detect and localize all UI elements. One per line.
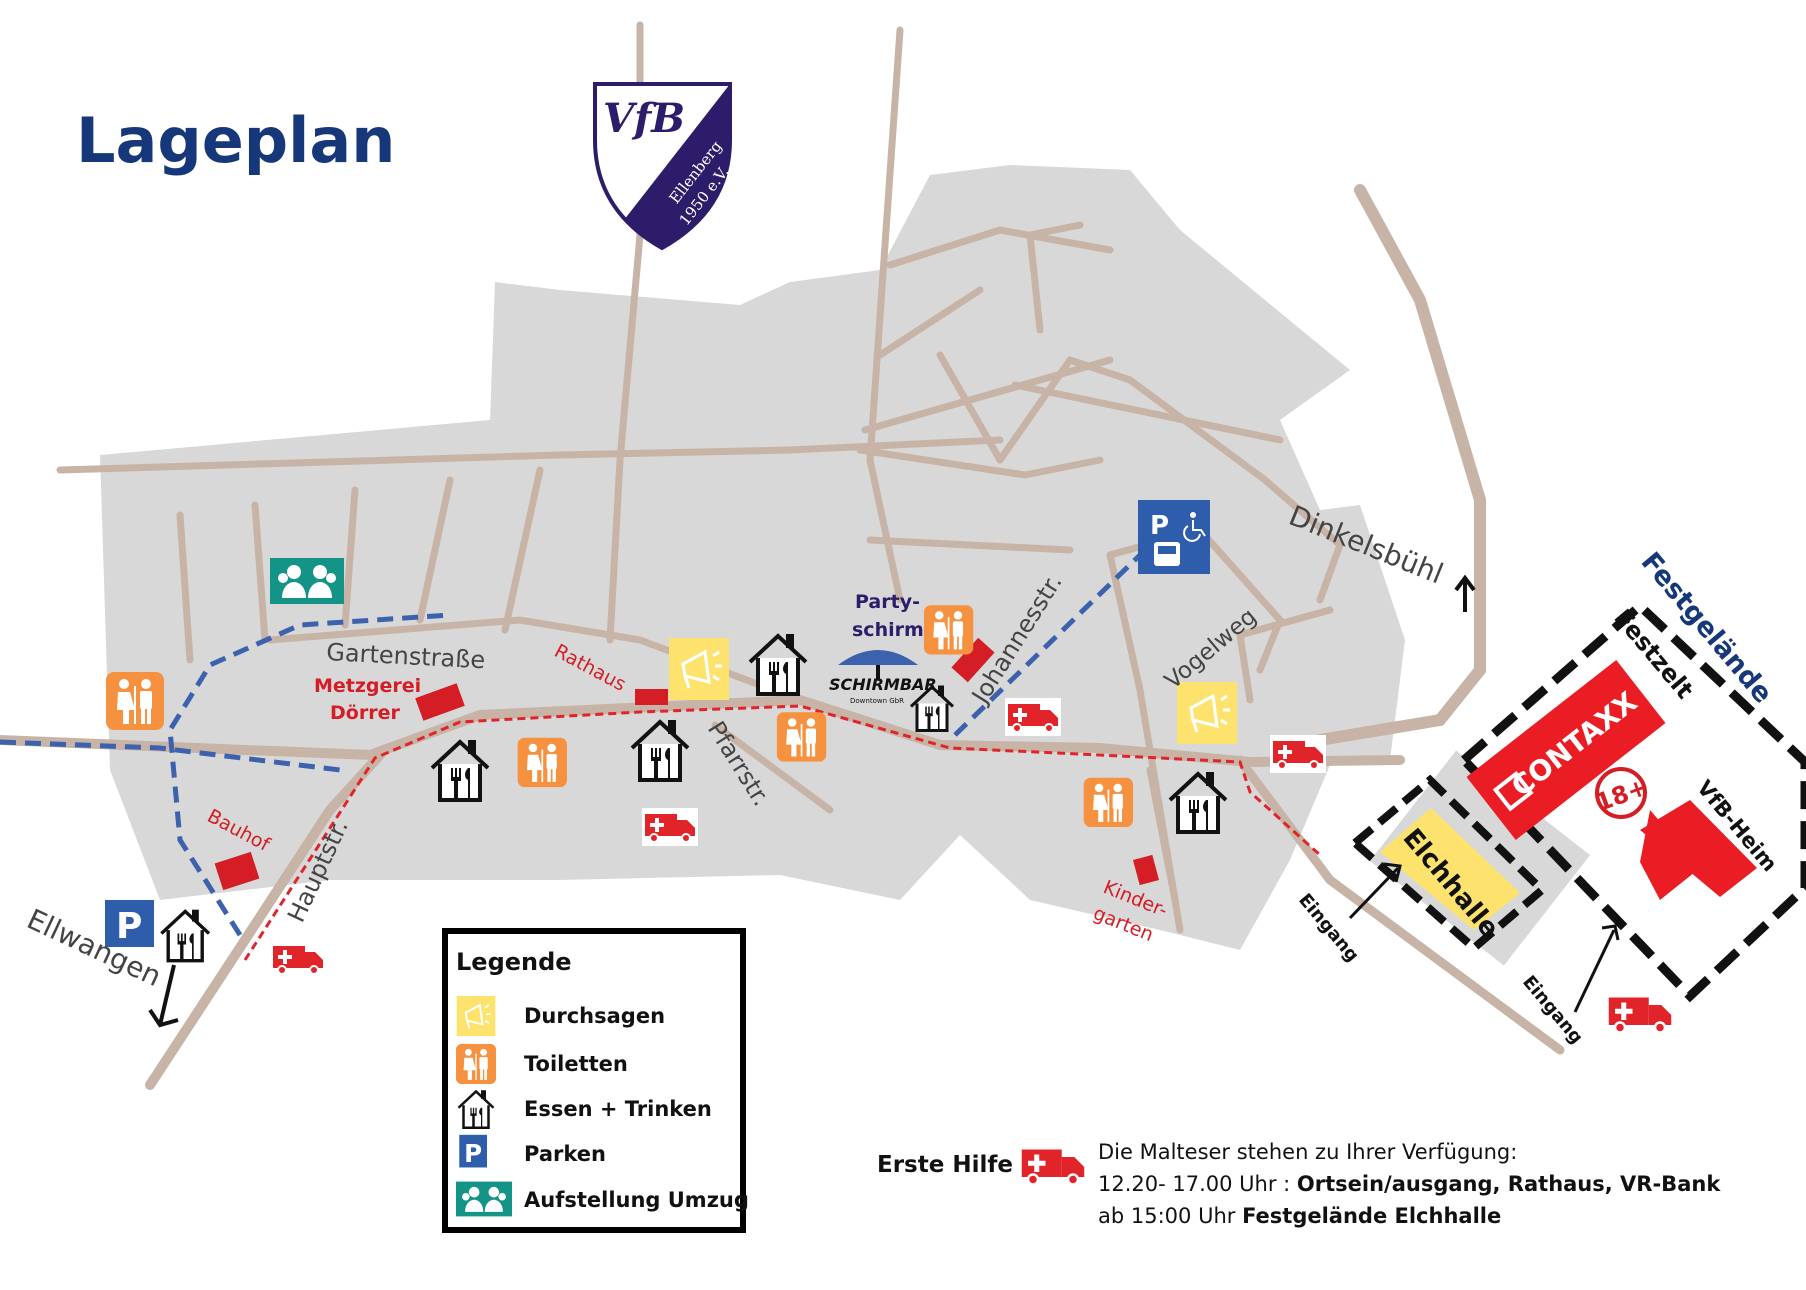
ambulance-icon [268, 938, 328, 980]
label-partyschirm-2: schirm [852, 619, 924, 641]
megaphone-icon [456, 996, 496, 1036]
vfb-heim-building [1640, 800, 1757, 900]
building-johannesstr [951, 637, 995, 683]
entrance-arrow-festzelt [1573, 929, 1616, 1013]
label-partyschirm-1: Party- [855, 591, 920, 613]
first-aid-label: Erste Hilfe [877, 1152, 1013, 1178]
page-title: Lageplan [76, 104, 396, 177]
schirmbar-umbrella-icon [838, 650, 918, 679]
legend-title: Legende [456, 948, 572, 976]
age-badge [1595, 767, 1647, 819]
toilet-icon [106, 672, 164, 730]
parking-icon: P [459, 1134, 488, 1168]
toilet-icon [923, 605, 974, 655]
megaphone-icon [667, 636, 731, 702]
legend-item: Toiletten [456, 1044, 746, 1084]
ambulance-icon [1605, 990, 1675, 1038]
food-house-icon [457, 1089, 495, 1129]
metzgerei-building [415, 683, 465, 721]
group-icon [270, 558, 344, 604]
entrance-arrow-elchhalle [1348, 866, 1400, 920]
parking-bus-disabled-sign: P [1138, 500, 1210, 574]
kindergarten-building [1132, 854, 1160, 886]
vfb-logo: VfB Ellenberg 1950 e.V. [593, 82, 733, 251]
bauhof-building [214, 851, 260, 891]
ambulance-icon [1268, 733, 1328, 775]
legend-item: Aufstellung Umzug [456, 1180, 749, 1220]
elchhalle-building [1348, 774, 1548, 954]
svg-text:Downtown GbR: Downtown GbR [850, 697, 904, 705]
ambulance-icon [640, 806, 700, 848]
first-aid-line3: ab 15:00 Uhr Festgelände Elchhalle [1098, 1204, 1502, 1228]
label-festgelaende: Festgelände [1635, 547, 1779, 710]
group-icon [456, 1181, 512, 1217]
blue-routes [0, 553, 1142, 937]
toilet-icon [1083, 777, 1134, 828]
parking-sign-ellwangen: P [105, 900, 154, 947]
legend-item: Durchsagen [456, 996, 746, 1036]
ambulance-icon [1003, 696, 1063, 738]
toilet-icon [456, 1044, 496, 1084]
label-metzgerei-1: Metzgerei [314, 675, 421, 697]
ambulance-icon [1018, 1142, 1088, 1190]
legend-box: Legende Durchsagen Toiletten Essen + Tri… [442, 928, 749, 1233]
legend-item: P Parken [456, 1134, 746, 1174]
arrow-ellwangen [148, 964, 179, 1028]
label-metzgerei-2: Dörrer [330, 702, 400, 724]
toilet-icon [776, 712, 827, 762]
parking-letter: P [1150, 511, 1169, 541]
arrow-dinkelsbuehl [1454, 574, 1476, 612]
rathaus-building [635, 689, 668, 705]
first-aid-line1: Die Malteser stehen zu Ihrer Verfügung: [1098, 1140, 1518, 1164]
festgelaende-boundary [1457, 599, 1806, 1003]
megaphone-icon [1175, 680, 1239, 746]
food-house-icon [159, 907, 211, 963]
svg-text:P: P [464, 1139, 482, 1168]
svg-text:P: P [116, 906, 142, 947]
road-network [0, 21, 1565, 1090]
schirmbar-logo-text: SCHIRMBAR [829, 675, 937, 694]
red-route [243, 704, 1322, 961]
logo-initials: VfB [603, 95, 685, 142]
first-aid-line2: 12.20- 17.00 Uhr : Ortsein/ausgang, Rath… [1098, 1172, 1721, 1196]
toilet-icon [517, 737, 567, 788]
legend-item: Essen + Trinken [456, 1089, 746, 1129]
